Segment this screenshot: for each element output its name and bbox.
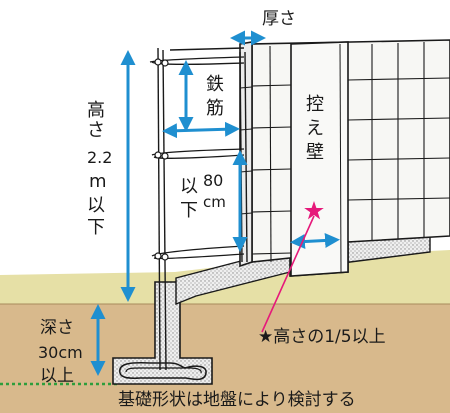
height-label-6: 下 bbox=[87, 217, 105, 238]
dimension-arrows bbox=[90, 30, 340, 376]
spacing-label-1: 80 bbox=[203, 171, 223, 190]
depth-label-1: 深さ bbox=[40, 318, 74, 338]
height-label-4: m bbox=[89, 171, 107, 192]
rebar-label-1: 鉄 bbox=[206, 74, 224, 95]
rebar-horizontal-arrow bbox=[162, 121, 240, 139]
height-label-1: 高 bbox=[87, 100, 105, 121]
thickness-label: 厚さ bbox=[262, 9, 296, 29]
buttress-leader-line bbox=[261, 215, 315, 333]
foundation bbox=[112, 281, 213, 385]
height-label-3: 2.2 bbox=[87, 148, 112, 167]
buttress-label-1: 控 bbox=[306, 94, 324, 115]
height-label-2: さ bbox=[87, 120, 105, 141]
buttress-label-3: 壁 bbox=[306, 142, 324, 163]
buttress-wall bbox=[290, 41, 349, 277]
depth-label-3: 以上 bbox=[40, 366, 74, 386]
rebar-label-2: 筋 bbox=[206, 98, 224, 119]
height-label-5: 以 bbox=[87, 195, 105, 216]
buttress-label-2: え bbox=[306, 118, 324, 139]
star-icon bbox=[304, 201, 324, 220]
spacing-label-2: cm bbox=[203, 193, 226, 211]
spacing-label-3: 以 bbox=[180, 176, 198, 197]
soil bbox=[0, 304, 450, 413]
block-wall bbox=[251, 39, 450, 277]
buttress-rule-label: ★高さの1/5以上 bbox=[258, 327, 386, 347]
spacing-label-4: 下 bbox=[180, 200, 198, 221]
depth-label-2: 30cm bbox=[38, 343, 83, 362]
foundation-note: 基礎形状は地盤により検討する bbox=[118, 390, 356, 410]
